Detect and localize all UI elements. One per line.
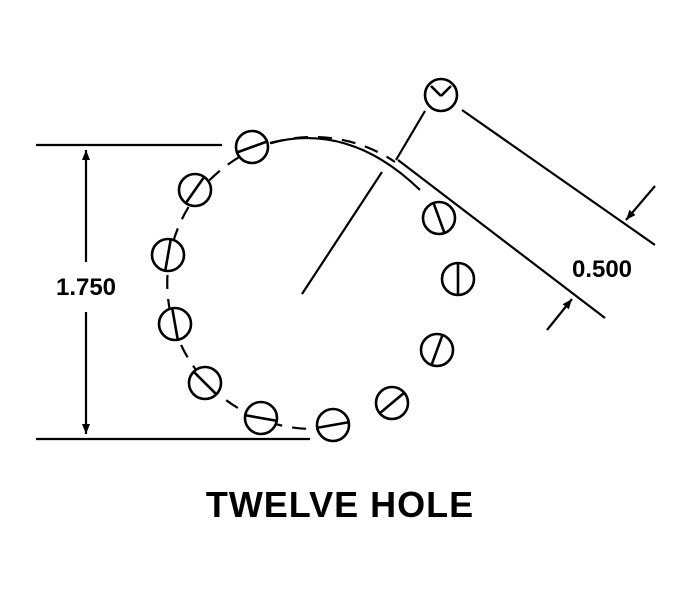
- hole-10: [440, 261, 476, 297]
- hole-slot: [237, 140, 267, 154]
- hole-7: [315, 407, 351, 443]
- hole-4: [157, 306, 193, 342]
- hole-slot: [193, 371, 217, 395]
- hole-slot: [185, 176, 205, 204]
- hole-3: [150, 237, 186, 273]
- caption: TWELVE HOLE: [206, 484, 474, 525]
- hole-2: [177, 172, 213, 208]
- hole-9: [419, 332, 455, 368]
- diameter-label: 1.750: [56, 274, 116, 301]
- center-lines: [301, 110, 426, 295]
- reference-hole: [423, 77, 459, 113]
- hole-slot: [246, 414, 276, 422]
- hole-11: [421, 200, 457, 236]
- hole-8: [374, 385, 410, 421]
- hole-slot: [171, 309, 179, 339]
- hole-slot: [318, 421, 348, 429]
- diameter-dimension: 1.750: [36, 143, 310, 441]
- hole-slot: [432, 203, 446, 233]
- spacing-dimension: 0.500: [397, 109, 656, 331]
- hole-6: [243, 400, 279, 436]
- hole-1: [234, 129, 270, 165]
- hole-slot: [164, 240, 172, 270]
- holes-group: [150, 129, 476, 443]
- hole-slot: [379, 392, 405, 414]
- spacing-label: 0.500: [572, 256, 632, 283]
- bolt-circle: [166, 135, 421, 431]
- hole-5: [187, 365, 223, 401]
- hole-slot: [430, 335, 444, 365]
